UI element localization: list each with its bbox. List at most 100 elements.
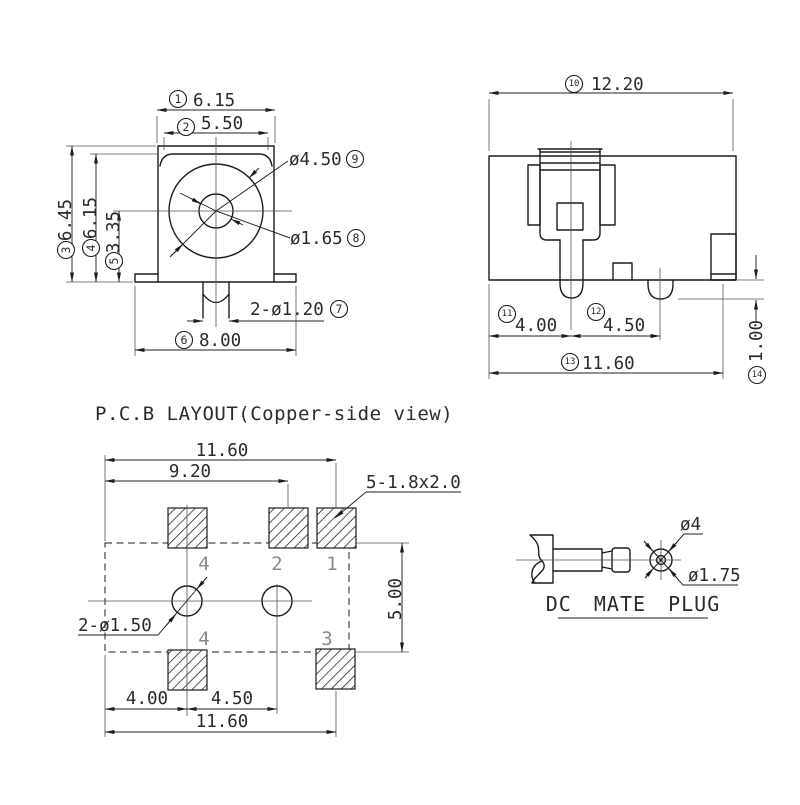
dim-pin-pitch-value: 4.50 <box>603 316 645 336</box>
dim-height-outer-value: 6.45 <box>56 199 76 241</box>
pad-label-3: 3 <box>321 628 332 650</box>
side-bump <box>612 262 633 281</box>
dim-flange-width-value: 8.00 <box>199 331 241 351</box>
pcb-hole-pitch-value: 4.50 <box>211 689 253 709</box>
pad-4-top <box>167 507 208 549</box>
balloon-5-num: 5 <box>107 258 121 265</box>
barrel-dia-arrow-2 <box>248 167 260 179</box>
dim-standoff-value: 1.00 <box>747 320 767 362</box>
pad-2 <box>268 507 309 549</box>
balloon-9-num: 9 <box>352 152 359 166</box>
balloon-6 <box>174 330 194 350</box>
pcb-centerlines <box>88 455 337 737</box>
balloon-7 <box>329 299 349 319</box>
pad-4-bottom <box>167 649 208 691</box>
pad-label-4-top: 4 <box>198 553 209 575</box>
pcb-row-pitch-value: 5.00 <box>386 578 406 620</box>
hole-spec-arrow-2 <box>196 576 208 590</box>
pad-label-1: 1 <box>326 553 337 575</box>
balloon-12-num: 12 <box>591 307 602 317</box>
side-dim-labels: 10 12.20 11 4.00 12 4.50 13 11.60 1.00 1… <box>497 74 767 385</box>
balloon-1-num: 1 <box>175 92 182 106</box>
pad-label-2: 2 <box>271 553 282 575</box>
pad-3 <box>315 648 356 690</box>
pad-spec-value: 5-1.8x2.0 <box>366 473 461 493</box>
balloon-14 <box>747 365 767 385</box>
dim-barrel-value: ø4.50 <box>289 150 342 170</box>
dim-width-inner-value: 5.50 <box>201 114 243 134</box>
side-contact-cap <box>537 148 603 171</box>
balloon-11 <box>497 304 517 324</box>
front-flange <box>134 273 297 283</box>
balloon-10-num: 10 <box>569 79 580 89</box>
barrel-dia-arrow-1 <box>171 243 184 256</box>
plug-outer-dia-arrow-2 <box>668 541 678 552</box>
plug-tip-dia-arrow-2 <box>668 568 678 579</box>
pcb-span-top-value: 11.60 <box>196 441 249 461</box>
balloon-4-num: 4 <box>84 244 98 251</box>
balloon-13 <box>560 352 580 372</box>
plug-outer-dia-value: ø4 <box>680 515 701 535</box>
balloon-6-num: 6 <box>181 333 188 347</box>
hole-spec-leader <box>78 576 208 636</box>
side-mount-tab <box>710 233 737 281</box>
side-contact-window <box>556 202 584 231</box>
front-centerlines <box>113 137 292 327</box>
dim1-ext <box>156 116 276 143</box>
side-view: 10 12.20 11 4.00 12 4.50 13 11.60 1.00 1… <box>488 74 767 385</box>
pcb-row-pitch-ext <box>355 542 409 653</box>
balloon-12 <box>586 302 606 322</box>
pcb-layout-view: P.C.B LAYOUT(Copper-side view) 11.60 <box>78 403 461 737</box>
front-dim-labels: 1 6.15 2 5.50 6.45 3 6.15 4 3.35 5 6 8.0… <box>56 89 366 351</box>
balloon-2 <box>176 117 196 137</box>
balloon-7-num: 7 <box>336 302 343 316</box>
pcb-dim-labels: 11.60 9.20 5-1.8x2.0 2-ø1.50 5.00 4.00 4… <box>78 441 461 732</box>
plug-tip-dia-value: ø1.75 <box>688 566 741 586</box>
side-wing-left <box>527 164 541 226</box>
side-contact-block <box>539 148 601 241</box>
balloon-3 <box>56 240 76 260</box>
dim10-ext <box>488 99 734 151</box>
plug-handle-break <box>531 560 543 583</box>
balloon-5 <box>104 251 124 271</box>
balloon-8 <box>346 228 366 248</box>
pad-spec-leader <box>334 491 367 519</box>
pcb-layout-title: P.C.B LAYOUT(Copper-side view) <box>95 403 453 425</box>
balloon-3-num: 3 <box>59 246 73 253</box>
plug-labels: ø4 ø1.75 DC MATE PLUG <box>546 515 741 619</box>
dim3-ext <box>66 145 156 283</box>
mate-plug-view: ø4 ø1.75 DC MATE PLUG <box>516 515 741 619</box>
hole-spec-arrow-1 <box>164 613 177 628</box>
plug-outer-dia-leader <box>644 533 703 579</box>
side-center-pin <box>559 239 584 299</box>
balloon-4 <box>81 238 101 258</box>
side-body-outline <box>488 155 737 281</box>
balloon-13-num: 13 <box>565 357 576 367</box>
dim-pin-value: 2-ø1.20 <box>250 300 324 320</box>
balloon-11-num: 11 <box>502 309 513 319</box>
balloon-14-num: 14 <box>752 370 763 380</box>
side-standoff-ext <box>678 279 764 300</box>
pcb-hole1-offset-value: 4.00 <box>126 689 168 709</box>
pcb-span-bottom-value: 11.60 <box>196 712 249 732</box>
barrel-dia-leader <box>169 160 289 258</box>
balloon-8-num: 8 <box>353 231 360 245</box>
mate-plug-title: DC MATE PLUG <box>546 592 721 616</box>
hole-spec-value: 2-ø1.50 <box>78 616 152 636</box>
pad-label-4-bottom: 4 <box>198 628 209 650</box>
dim-total-width-value: 12.20 <box>591 75 644 95</box>
bore-dia-arrow-2 <box>230 218 244 226</box>
front-view: 1 6.15 2 5.50 6.45 3 6.15 4 3.35 5 6 8.0… <box>56 89 366 356</box>
balloon-1 <box>168 89 188 109</box>
dim-tab-span-value: 11.60 <box>582 354 635 374</box>
plug-tip-dia-arrow-1 <box>643 540 654 552</box>
pcb-pad2-offset-value: 9.20 <box>169 462 211 482</box>
plug-tip-dia-leader <box>643 540 738 586</box>
dim-center-height-value: 3.35 <box>104 211 124 253</box>
dim-height-inner-value: 6.15 <box>81 197 101 239</box>
balloon-9 <box>345 149 365 169</box>
pcb-component-outline <box>104 542 350 653</box>
side-wing-right <box>599 164 616 226</box>
